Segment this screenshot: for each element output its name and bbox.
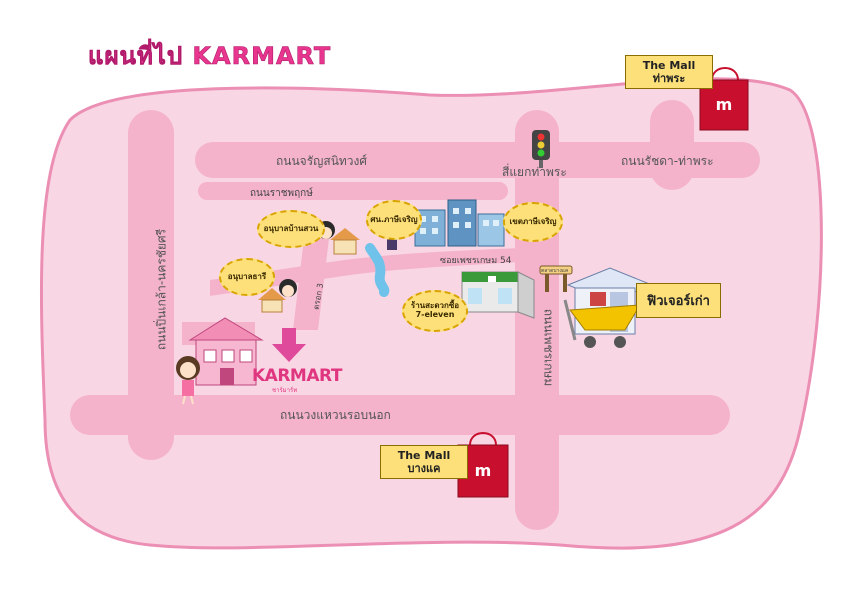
shopping-cart-icon xyxy=(563,299,641,348)
girl-mascot-icon xyxy=(176,356,200,405)
the-mall-bangkhae-line1: The Mall xyxy=(397,449,451,462)
road-label-ratchaphruek: ถนนราชพฤกษ์ xyxy=(250,188,313,199)
road-ratchaphruek xyxy=(198,182,508,200)
road-label-ratchada: ถนนรัชดา-ท่าพระ xyxy=(621,154,714,168)
seven-eleven-store-icon xyxy=(461,271,535,319)
karmart-logo: KARMART xyxy=(252,366,342,386)
road-charan xyxy=(195,142,760,178)
place-flag-the-mall-thapra: The Mall ท่าพระ xyxy=(625,55,713,90)
the-mall-thapra-line2: ท่าพระ xyxy=(652,72,686,86)
girl-mascot-icon xyxy=(279,279,297,297)
road-ratchada-vertical xyxy=(650,100,694,190)
place-badge-phasi-district: เขตภาษีเจริญ xyxy=(503,202,563,242)
karmart-house-icon xyxy=(188,317,264,386)
road-label-charan: ถนนจรัญสนิทวงศ์ xyxy=(276,154,368,168)
road-pinklao xyxy=(128,110,174,460)
road-label-soi54: ซอยเพชรเกษม 54 xyxy=(440,256,512,266)
market-sign-label: ตลาดบางแค xyxy=(541,268,569,274)
road-trok3 xyxy=(293,230,330,330)
shopping-bag-icon: m xyxy=(699,67,749,131)
the-mall-bangkhae-line2: บางแค xyxy=(407,462,441,476)
the-mall-thapra-line1: The Mall xyxy=(642,59,696,72)
svg-text:m: m xyxy=(475,461,492,480)
place-badge-school-ban-suan: อนุบาลบ้านสวน xyxy=(257,210,325,248)
place-flag-the-mall-bangkhae: The Mall บางแค xyxy=(380,445,468,480)
traffic-light-icon xyxy=(532,130,550,168)
map-title: แผนที่ไป KARMART xyxy=(88,42,332,71)
place-flag-future-park: ฟิวเจอร์เก่า xyxy=(636,283,721,318)
office-buildings-icon xyxy=(414,199,505,247)
school-house-icon xyxy=(258,288,286,313)
school-house-icon xyxy=(330,228,360,255)
market-sign-icon xyxy=(539,265,573,292)
seven-eleven-line2: 7-eleven xyxy=(415,310,455,319)
road-label-kanchana: ถนนวงแหวนรอบนอก xyxy=(280,408,391,422)
place-badge-phs-school: ศน.ภาษีเจริญ xyxy=(366,200,422,240)
location-arrow-icon xyxy=(272,328,306,362)
place-badge-school-tharee: อนุบาลธารี xyxy=(219,258,275,296)
canal xyxy=(365,243,390,297)
place-badge-seven-eleven: ร้านสะดวกซื้อ 7-eleven xyxy=(402,290,468,332)
road-kanchana xyxy=(70,395,730,435)
future-park-mall-icon xyxy=(563,267,654,348)
svg-text:m: m xyxy=(716,95,733,114)
road-label-pinklao: ถนนปิ่นเกล้า-นครชัยศรี xyxy=(154,228,169,351)
road-label-phetkasem: ถนนเพชรเกษม xyxy=(541,308,556,387)
seven-eleven-line1: ร้านสะดวกซื้อ xyxy=(410,301,460,311)
junction-label-tha-phra: สี่แยกท่าพระ xyxy=(502,165,567,179)
karmart-tagline: ชาร์มาร์ท xyxy=(272,387,298,394)
